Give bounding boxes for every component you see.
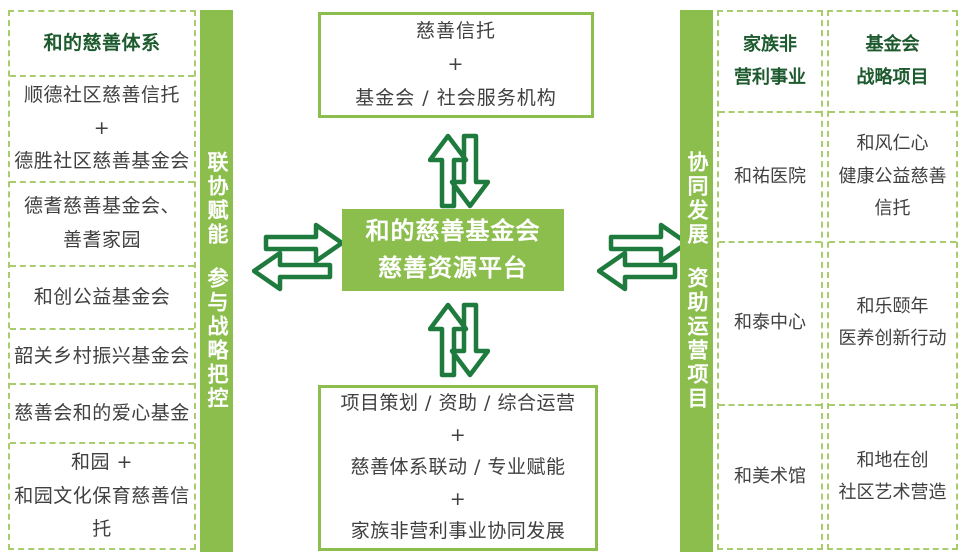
charity-system-item-shunde-trust: 顺德社区慈善信托 + 德胜社区慈善基金会	[10, 77, 194, 183]
charity-system-item-love-fund: 慈善会和的爱心基金	[10, 385, 194, 445]
strategy-item-hefeng-trust: 和风仁心 健康公益慈善 信托	[829, 113, 956, 243]
family-nonprofit-panel: 家族非 营利事业 和祐医院 和泰中心 和美术馆	[717, 10, 823, 550]
left-bar-label-strategy: 参与战略把控	[205, 267, 229, 411]
double-vertical-exchange-arrow-icon	[428, 302, 490, 378]
charity-system-panel-title: 和的慈善体系	[10, 12, 194, 77]
left-bar-label-empower: 联协赋能	[205, 151, 229, 247]
foundation-strategy-panel-title: 基金会 战略项目	[829, 12, 956, 114]
charity-system-item-hechuang-foundation: 和创公益基金会	[10, 267, 194, 330]
operations-box: 项目策划 / 资助 / 综合运营 + 慈善体系联动 / 专业赋能 + 家族非营利…	[318, 385, 598, 551]
left-empowerment-bar: 联协赋能 参与战略把控	[200, 10, 233, 552]
strategy-item-hele-elderly-care: 和乐颐年 医养创新行动	[829, 243, 956, 406]
strategy-item-hedi-community-art: 和地在创 社区艺术营造	[838, 449, 947, 503]
family-item-he-art-museum: 和美术馆	[734, 465, 806, 487]
central-platform-box: 和的慈善基金会 慈善资源平台	[342, 209, 564, 291]
double-vertical-exchange-arrow-icon	[428, 133, 490, 209]
double-horizontal-exchange-arrow-icon	[597, 222, 689, 292]
charity-system-item-shaoguan-foundation: 韶关乡村振兴基金会	[10, 330, 194, 385]
foundation-strategy-panel: 基金会 战略项目 和风仁心 健康公益慈善 信托 和乐颐年 医养创新行动 和地在创…	[827, 10, 958, 550]
charity-system-item-deqi-foundation: 德耆慈善基金会、 善耆家园	[10, 183, 194, 267]
right-bar-label-funding: 资助运营项目	[685, 267, 709, 411]
family-item-hetai-center: 和泰中心	[719, 243, 821, 406]
charity-system-panel: 和的慈善体系 顺德社区慈善信托 + 德胜社区慈善基金会 德耆慈善基金会、 善耆家…	[8, 10, 196, 550]
right-bar-label-codevelop: 协同发展	[685, 151, 709, 247]
family-nonprofit-panel-title: 家族非 营利事业	[719, 12, 821, 114]
right-development-bar: 协同发展 资助运营项目	[680, 10, 713, 552]
charity-system-item-heyuan-trust: 和园 + 和园文化保育慈善信托	[14, 451, 190, 540]
charity-trust-box: 慈善信托 + 基金会 / 社会服务机构	[318, 12, 594, 118]
double-horizontal-exchange-arrow-icon	[252, 222, 344, 292]
family-item-heyou-hospital: 和祐医院	[719, 113, 821, 243]
